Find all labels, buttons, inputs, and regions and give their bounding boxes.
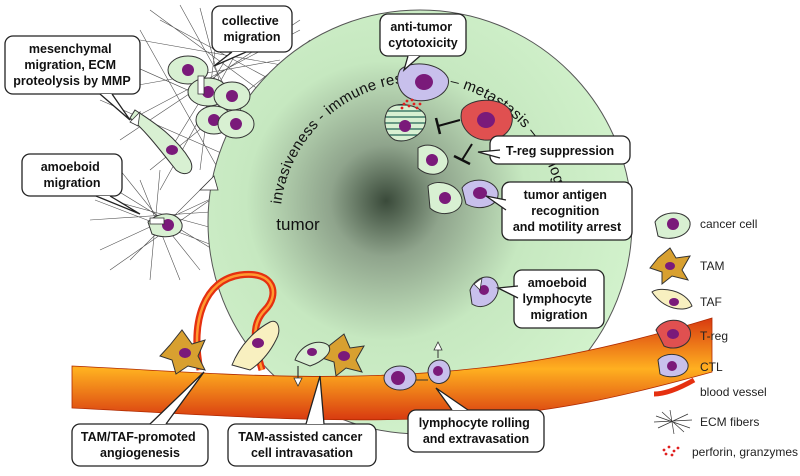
callout-intravasation: TAM-assisted cancer cell intravasation [227,375,377,467]
taf-icon [651,288,693,310]
legend-label-perforin: perforin, granzymes [692,445,798,459]
callout-amoeboid: amoeboid migration [21,153,141,215]
svg-text:amoeboid lymphocyte: amoeboid lymphocyte migration [523,276,596,322]
svg-text:tumor antigen recognitio: tumor antigen recognition and motility a… [513,188,622,234]
callout-collective: collective migration [211,5,293,67]
perforin-icon [662,445,680,457]
legend-label-tam: TAM [700,259,724,273]
legend-label-ctl: CTL [700,360,723,374]
callout-rolling: lymphocyte rolling and extravasation [407,387,545,453]
blood-vessel-icon [653,377,696,397]
callout-amoeboid-lymphocyte: amoeboid lymphocyte migration [495,269,605,329]
perforin-granzymes [400,98,422,110]
ctl-icon [657,354,689,378]
legend-label-cancer-cell: cancer cell [700,217,757,231]
tumor-edge-cells [384,104,463,215]
svg-text:amoeboid migration: amoeboid migration [41,160,104,190]
legend-label-treg: T-reg [700,329,728,343]
callout-mesenchymal: mesenchymal migration, ECM proteolysis b… [4,35,141,121]
collective-migration-cells [167,55,255,139]
cancer-cell-icon [654,212,691,239]
callout-treg: T-reg suppression [477,135,631,165]
ecm-fibers-icon [653,409,693,435]
svg-text:TAM/TAF-promoted angioge: TAM/TAF-promoted angiogenesis [81,430,199,460]
callout-antigen: tumor antigen recognition and motility a… [485,181,633,241]
callout-antitumor: anti-tumor cytotoxicity [379,13,467,72]
legend-label-taf: TAF [700,295,722,309]
svg-text:TAM-assisted cancer cell: TAM-assisted cancer cell intravasation [238,430,366,460]
callout-angiogenesis: TAM/TAF-promoted angiogenesis [71,371,209,467]
legend-label-ecm-fibers: ECM fibers [700,415,759,429]
blood-vessel [71,317,713,421]
svg-text:collective migration: collective migration [222,14,282,44]
legend: cancer cell TAM TAF T-reg CTL blood vess… [649,212,798,459]
tumor-label: tumor [276,215,320,234]
svg-text:mesenchymal migration, E: mesenchymal migration, ECM proteolysis b… [13,42,130,88]
treg-icon [655,319,692,349]
svg-text:anti-tumor cytotoxicity: anti-tumor cytotoxicity [388,20,458,50]
tam-icon [649,247,691,286]
legend-label-blood-vessel: blood vessel [700,385,767,399]
svg-text:T-reg suppression: T-reg suppression [506,144,614,158]
mesenchymal-cancer-cell [129,109,193,175]
svg-text:lymphocyte rolling and e: lymphocyte rolling and extravasation [419,416,534,446]
